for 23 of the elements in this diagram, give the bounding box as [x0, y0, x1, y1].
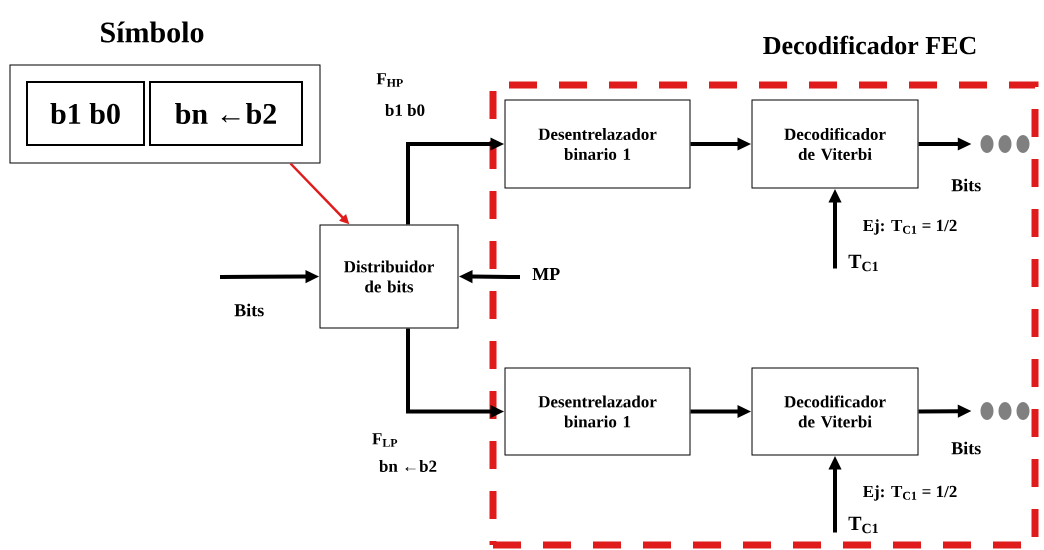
edge-label: T$_{C1}$: [848, 516, 878, 534]
signal-label: F$_{LP}$: [372, 433, 398, 447]
edge-label: MP: [532, 268, 560, 280]
process-box: Distribuidor de bits: [319, 224, 459, 329]
heading: Símbolo: [101, 21, 204, 43]
ellipsis-dots: [980, 135, 1030, 153]
signal-label: b1 b0: [385, 104, 425, 116]
heading: Decodificador FEC: [763, 35, 976, 55]
ellipsis-dots: [980, 402, 1030, 420]
edge-label: Bits: [951, 178, 981, 192]
process-box: Decodificador de Viterbi: [751, 99, 919, 189]
signal-label: Ej: T$_{C1}$ = 1/2: [863, 485, 957, 501]
process-box: Decodificador de Viterbi: [751, 367, 919, 456]
process-box: Desentrelazador binario 1: [504, 99, 691, 189]
signal-label: Ej: T$_{C1}$ = 1/2: [863, 219, 957, 235]
signal-label: bn ←b2: [379, 460, 437, 472]
edge-label: Bits: [234, 303, 264, 317]
bit-group-box: bn ←b2: [149, 81, 303, 146]
bit-group-box: b1 b0: [26, 81, 145, 146]
process-box: Desentrelazador binario 1: [504, 367, 691, 456]
edge-label: T$_{C1}$: [848, 254, 878, 272]
edge-label: Bits: [951, 441, 981, 455]
signal-label: F$_{HP}$: [376, 73, 403, 87]
